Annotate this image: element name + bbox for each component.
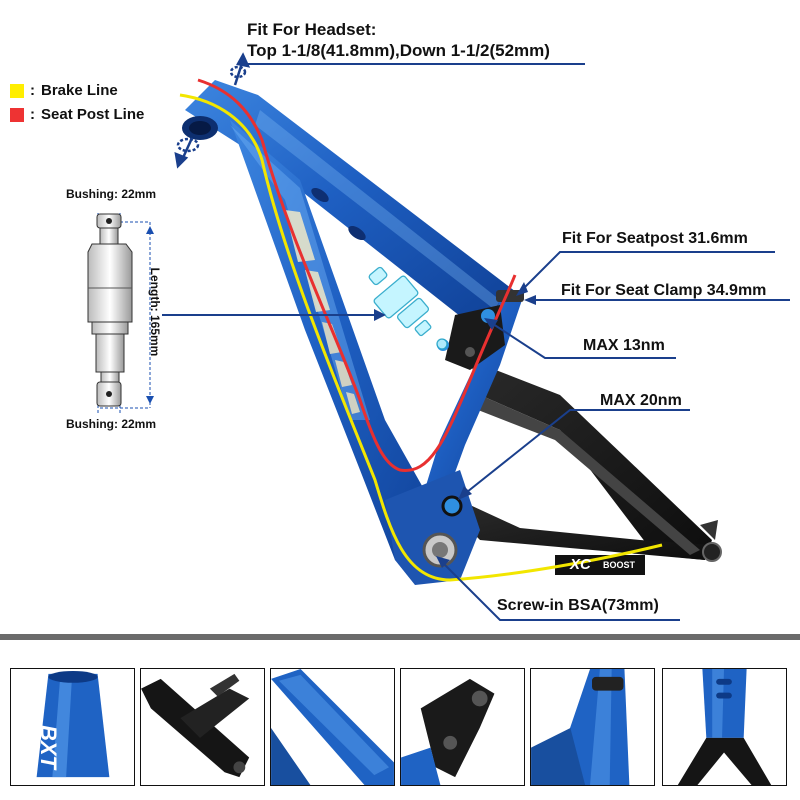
bushing-top-label: Bushing: 22mm <box>66 187 157 201</box>
legend-separator: : <box>30 82 35 99</box>
frame-diagram <box>87 52 790 621</box>
frame-model-text: XC <box>570 556 591 573</box>
legend-brake-line: : Brake Line <box>10 82 118 99</box>
thumbnail-head-tube: BXT <box>10 668 135 786</box>
legend-seat-post-line: : Seat Post Line <box>10 106 144 123</box>
frame-decal <box>555 555 645 575</box>
thumbnail-seat-stay-bridge <box>662 668 787 786</box>
headset-detail: Top 1-1/8(41.8mm),Down 1-1/2(52mm) <box>247 41 550 60</box>
seat-post-line-swatch <box>10 107 24 122</box>
section-divider <box>0 634 800 640</box>
brake-line <box>179 93 663 582</box>
bushing-bottom-label: Bushing: 22mm <box>66 417 157 431</box>
rear-triangle <box>455 360 722 575</box>
thumbnail-brand-text: BXT <box>36 725 61 769</box>
seat-post-line <box>197 78 517 472</box>
seatpost-callout: Fit For Seatpost 31.6mm <box>562 230 748 247</box>
shock-length-label: Length: 165mm <box>148 267 162 357</box>
main-frame <box>182 80 524 585</box>
thumbnail-top-tube <box>270 668 395 786</box>
rear-shock <box>87 213 154 415</box>
thumbnail-seat-tube <box>530 668 655 786</box>
max-13nm-callout: MAX 13nm <box>583 337 665 354</box>
legend-label: Brake Line <box>41 82 118 99</box>
thumbnail-rear-triangle <box>140 668 265 786</box>
bsa-callout: Screw-in BSA(73mm) <box>497 597 659 614</box>
thumbnail-rocker-link <box>400 668 525 786</box>
max-20nm-callout: MAX 20nm <box>600 392 682 409</box>
legend-separator: : <box>30 106 35 123</box>
legend-label: Seat Post Line <box>41 106 145 123</box>
seat-clamp-callout: Fit For Seat Clamp 34.9mm <box>561 282 767 299</box>
headset-title: Fit For Headset: <box>247 20 377 39</box>
shock-outline-in-frame <box>368 266 448 350</box>
leader-arrowheads <box>374 282 536 568</box>
brake-line-swatch <box>10 83 24 98</box>
frame-sub-text: BOOST <box>603 560 636 570</box>
